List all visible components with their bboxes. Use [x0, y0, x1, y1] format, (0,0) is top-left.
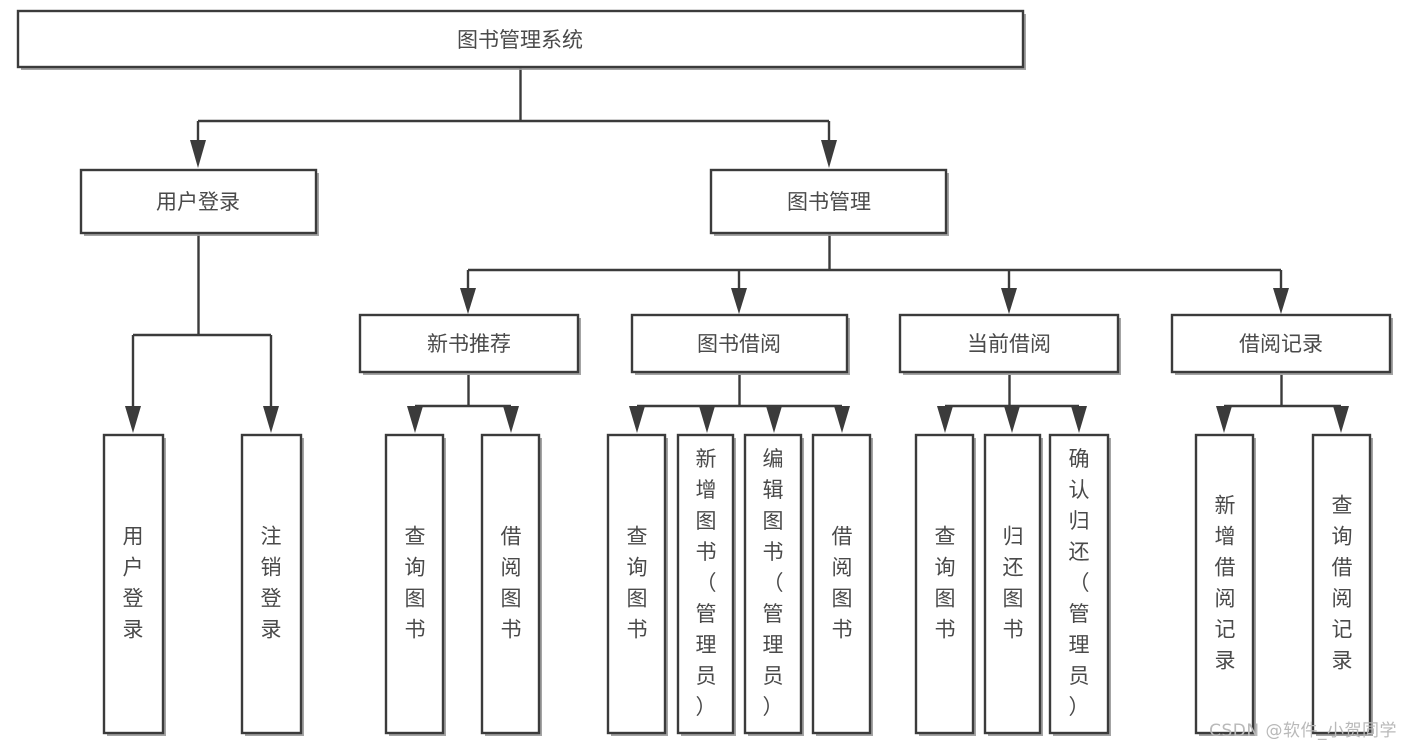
arrow-head-bookborrow-leaf-4	[834, 406, 850, 433]
arrow-head-currentborrow-leaf-3	[1071, 406, 1087, 433]
node-borrow-record-label: 借阅记录	[1239, 332, 1323, 356]
arrow-head-currentborrow-leaf-1	[937, 406, 953, 433]
arrow-head-newbook-leaf-2	[503, 406, 519, 433]
node-book-borrow-box	[630, 313, 849, 374]
node-root-label: 图书管理系统	[457, 28, 583, 52]
leaf-book-borrow-3-label: 编辑图书（管理员）	[763, 447, 784, 719]
leaf-book-borrow-2[interactable]: 新增图书（管理员）	[676, 433, 736, 736]
leaf-book-borrow-1[interactable]: 查询图书	[606, 433, 668, 736]
arrow-head-new-book	[460, 288, 476, 314]
leaf-borrow-record-1[interactable]: 新增借阅记录	[1194, 433, 1256, 736]
node-book-manage[interactable]: 图书管理	[709, 168, 949, 236]
leaf-book-borrow-4-box	[811, 433, 872, 735]
leaf-book-borrow-4[interactable]: 借阅图书	[811, 433, 873, 736]
leaf-current-borrow-1-label: 查询图书	[935, 525, 956, 642]
leaf-borrow-record-2-label: 查询借阅记录	[1332, 494, 1353, 673]
leaf-book-borrow-1-label: 查询图书	[627, 525, 648, 642]
connector-layer	[125, 67, 1349, 433]
node-new-book-recommend-label: 新书推荐	[427, 332, 511, 356]
leaf-user-login-1-box	[102, 433, 165, 735]
leaf-borrow-record-1-label: 新增借阅记录	[1215, 494, 1236, 673]
leaf-new-book-1[interactable]: 查询图书	[384, 433, 446, 736]
leaf-user-login-2[interactable]: 注销登录	[240, 433, 304, 736]
leaf-book-borrow-3[interactable]: 编辑图书（管理员）	[743, 433, 804, 736]
node-book-manage-box	[709, 168, 948, 235]
leaf-user-login-2-label: 注销登录	[261, 525, 282, 642]
leaf-borrow-record-2[interactable]: 查询借阅记录	[1311, 433, 1373, 736]
arrow-head-borrow-record	[1273, 288, 1289, 314]
arrow-head-currentborrow-leaf-2	[1004, 406, 1020, 433]
arrow-head-bookborrow-leaf-1	[629, 406, 645, 433]
leaf-current-borrow-1[interactable]: 查询图书	[914, 433, 976, 736]
leaf-book-borrow-1-box	[606, 433, 667, 735]
node-borrow-record[interactable]: 借阅记录	[1170, 313, 1393, 375]
node-user-login[interactable]: 用户登录	[79, 168, 319, 236]
leaf-book-borrow-2-box	[676, 433, 735, 735]
leaf-user-login-1-label: 用户登录	[123, 525, 144, 642]
leaf-current-borrow-3[interactable]: 确认归还（管理员）	[1048, 433, 1111, 736]
leaf-book-borrow-3-box	[743, 433, 803, 735]
leaf-new-book-2[interactable]: 借阅图书	[480, 433, 542, 736]
node-root-box	[16, 9, 1025, 69]
node-root[interactable]: 图书管理系统	[16, 9, 1026, 70]
node-current-borrow-box	[898, 313, 1120, 374]
leaf-current-borrow-1-box	[914, 433, 975, 735]
leaf-current-borrow-2-label: 归还图书	[1003, 525, 1024, 642]
arrow-head-book-borrow	[731, 288, 747, 314]
node-current-borrow-label: 当前借阅	[967, 332, 1051, 356]
arrow-head-bookborrow-leaf-3	[766, 406, 782, 433]
leaf-new-book-2-label: 借阅图书	[501, 525, 522, 642]
node-user-login-box	[79, 168, 318, 235]
arrow-head-user-login	[190, 140, 206, 168]
leaf-current-borrow-2[interactable]: 归还图书	[983, 433, 1043, 736]
node-borrow-record-box	[1170, 313, 1392, 374]
node-book-manage-label: 图书管理	[787, 190, 871, 214]
arrow-head-current-borrow	[1001, 288, 1017, 314]
leaf-book-borrow-2-label: 新增图书（管理员）	[696, 447, 717, 719]
arrow-head-newbook-leaf-1	[407, 406, 423, 433]
node-current-borrow[interactable]: 当前借阅	[898, 313, 1121, 375]
arrow-head-leaf-user-login	[125, 406, 141, 433]
leaf-new-book-1-label: 查询图书	[405, 525, 426, 642]
node-book-borrow[interactable]: 图书借阅	[630, 313, 850, 375]
node-new-book-recommend[interactable]: 新书推荐	[358, 313, 581, 375]
leaf-current-borrow-2-box	[983, 433, 1042, 735]
arrow-head-leaf-logout	[263, 406, 279, 433]
arrow-head-borrowrecord-leaf-1	[1216, 406, 1232, 433]
arrow-head-borrowrecord-leaf-2	[1333, 406, 1349, 433]
arrow-head-bookborrow-leaf-2	[699, 406, 715, 433]
leaf-user-login-1[interactable]: 用户登录	[102, 433, 166, 736]
leaf-current-borrow-3-box	[1048, 433, 1110, 735]
node-new-book-recommend-box	[358, 313, 580, 374]
node-book-borrow-label: 图书借阅	[697, 332, 781, 356]
node-user-login-label: 用户登录	[156, 190, 240, 214]
arrow-head-book-manage	[821, 140, 837, 168]
leaf-current-borrow-3-label: 确认归还（管理员）	[1069, 447, 1090, 719]
leaf-borrow-record-1-box	[1194, 433, 1255, 735]
leaf-user-login-2-box	[240, 433, 303, 735]
leaf-borrow-record-2-box	[1311, 433, 1372, 735]
leaf-new-book-1-box	[384, 433, 445, 735]
leaf-new-book-2-box	[480, 433, 541, 735]
leaf-book-borrow-4-label: 借阅图书	[832, 525, 853, 642]
